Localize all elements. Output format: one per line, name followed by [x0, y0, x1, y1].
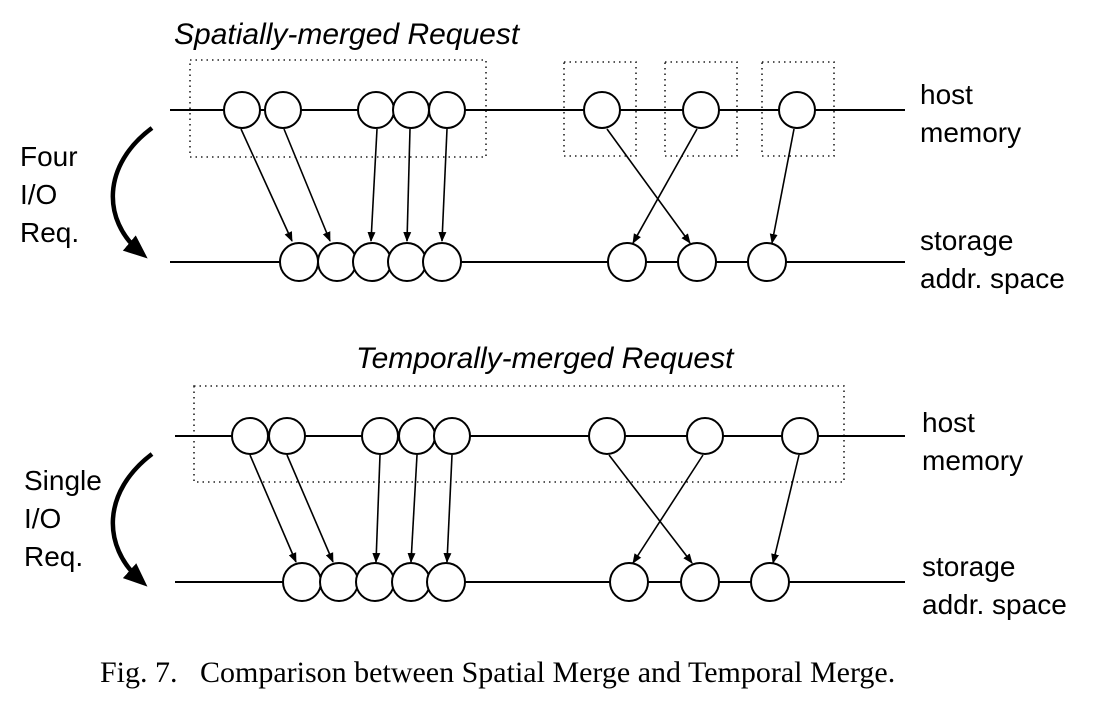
- transfer-arrows: [249, 454, 800, 564]
- host-memory-blocks: [223, 91, 816, 129]
- transfer-arrow: [367, 128, 378, 242]
- storage-label-line-1: storage: [920, 225, 1013, 256]
- bottom-panel: Temporally-merged Request: [24, 342, 1067, 620]
- storage-label-line-2: addr. space: [920, 263, 1065, 294]
- storage-block: [387, 242, 427, 282]
- transfer-arrow: [606, 128, 691, 244]
- transfer-arrow: [632, 454, 704, 564]
- memory-block: [588, 417, 626, 455]
- storage-blocks: [279, 242, 787, 282]
- top-panel: Spatially-merged Request: [20, 18, 1065, 294]
- transfer-arrow: [632, 128, 698, 244]
- side-label-line-2: I/O: [20, 179, 57, 210]
- memory-block: [231, 417, 269, 455]
- transfer-arrow: [407, 454, 418, 563]
- side-label-line-3: Req.: [24, 541, 83, 572]
- transfer-arrow: [240, 128, 293, 242]
- memory-block: [682, 91, 720, 129]
- storage-blocks: [282, 562, 790, 602]
- top-panel-title: Spatially-merged Request: [174, 18, 521, 51]
- storage-block: [677, 242, 717, 282]
- storage-block: [607, 242, 647, 282]
- memory-block: [392, 91, 430, 129]
- memory-block: [433, 417, 471, 455]
- host-label-line-2: memory: [920, 117, 1021, 148]
- host-label-line-2: memory: [922, 445, 1023, 476]
- storage-block: [609, 562, 649, 602]
- storage-block: [422, 242, 462, 282]
- storage-block: [680, 562, 720, 602]
- storage-block: [317, 242, 357, 282]
- side-label-line-3: Req.: [20, 217, 79, 248]
- memory-block: [361, 417, 399, 455]
- curved-arrow-icon: [110, 126, 154, 259]
- transfer-arrow: [443, 454, 453, 563]
- storage-block: [747, 242, 787, 282]
- memory-block: [781, 417, 819, 455]
- side-label-line-2: I/O: [24, 503, 61, 534]
- side-label-line-1: Single: [24, 465, 102, 496]
- host-label-line-1: host: [922, 407, 975, 438]
- memory-block: [268, 417, 306, 455]
- storage-block: [750, 562, 790, 602]
- storage-block: [391, 562, 431, 602]
- transfer-arrow: [771, 454, 800, 564]
- transfer-arrow: [608, 454, 693, 564]
- storage-block: [426, 562, 466, 602]
- transfer-arrow: [372, 454, 381, 563]
- spatial-merge-box: [189, 59, 487, 158]
- transfer-arrows: [240, 128, 795, 244]
- curved-arrow-icon: [110, 452, 154, 587]
- side-label-line-1: Four: [20, 141, 78, 172]
- transfer-arrow: [249, 454, 297, 563]
- memory-block: [398, 417, 436, 455]
- transfer-arrow: [403, 128, 412, 242]
- storage-block: [319, 562, 359, 602]
- memory-block: [583, 91, 621, 129]
- transfer-arrow: [438, 128, 448, 242]
- storage-block: [355, 562, 395, 602]
- memory-block: [264, 91, 302, 129]
- transfer-arrow: [283, 128, 331, 242]
- memory-block: [357, 91, 395, 129]
- memory-block: [428, 91, 466, 129]
- bottom-panel-title: Temporally-merged Request: [356, 342, 735, 375]
- host-label-line-1: host: [920, 79, 973, 110]
- storage-label-line-2: addr. space: [922, 589, 1067, 620]
- storage-block: [279, 242, 319, 282]
- transfer-arrow: [769, 128, 795, 244]
- host-memory-blocks: [231, 417, 819, 455]
- storage-block: [352, 242, 392, 282]
- storage-label-line-1: storage: [922, 551, 1015, 582]
- temporal-merge-box: [193, 385, 845, 483]
- transfer-arrow: [286, 454, 334, 563]
- memory-block: [686, 417, 724, 455]
- figure-caption: Fig. 7. Comparison between Spatial Merge…: [100, 656, 895, 689]
- storage-block: [282, 562, 322, 602]
- memory-block: [223, 91, 261, 129]
- memory-block: [778, 91, 816, 129]
